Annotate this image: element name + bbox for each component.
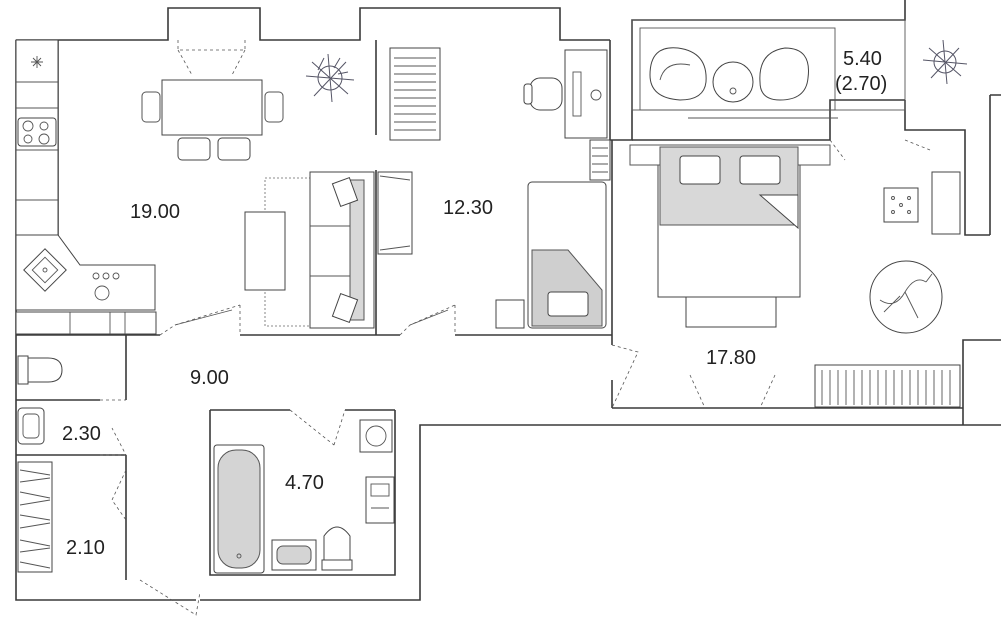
plant-icon bbox=[305, 53, 355, 103]
dining-table bbox=[141, 40, 284, 161]
cooktop-icon bbox=[17, 117, 57, 147]
toilet-icon bbox=[17, 355, 63, 385]
area-label-storage: 2.10 bbox=[66, 537, 105, 559]
wardrobe-bedroom bbox=[814, 364, 961, 408]
bookshelf bbox=[589, 139, 611, 181]
snowflake-icon bbox=[31, 56, 43, 68]
area-label-office: 12.30 bbox=[443, 197, 493, 219]
balcony-frame bbox=[631, 19, 906, 119]
sink-icon bbox=[17, 407, 45, 445]
sink-icon bbox=[271, 539, 317, 571]
sofa bbox=[264, 171, 375, 329]
bathtub-icon bbox=[213, 444, 265, 574]
desk bbox=[564, 49, 608, 139]
dresser bbox=[883, 171, 961, 235]
coffee-table bbox=[244, 211, 286, 291]
area-label-balcony: 5.40 bbox=[843, 48, 882, 70]
area-label-bathroom: 4.70 bbox=[285, 472, 324, 494]
double-bed bbox=[629, 144, 831, 328]
tv-unit bbox=[377, 171, 413, 255]
toilet-icon bbox=[321, 526, 353, 571]
interior-walls bbox=[16, 40, 990, 580]
single-bed bbox=[495, 181, 607, 329]
balcony-chair-left bbox=[649, 47, 707, 101]
kitchen-counter bbox=[15, 39, 157, 335]
stove-knobs-icon bbox=[92, 272, 120, 301]
bedroom-door-swing bbox=[689, 374, 776, 409]
cat-rug-icon bbox=[869, 260, 943, 334]
area-label-living: 19.00 bbox=[130, 201, 180, 223]
storage-shelves bbox=[17, 461, 53, 573]
balcony-table bbox=[712, 61, 754, 103]
area-label-balcony-sub: (2.70) bbox=[835, 73, 887, 95]
sink-icon bbox=[23, 248, 67, 292]
area-label-bedroom: 17.80 bbox=[706, 347, 756, 369]
area-label-toilet: 2.30 bbox=[62, 423, 101, 445]
washing-machine-icon bbox=[359, 419, 395, 524]
desk-chair bbox=[523, 77, 563, 111]
plant-icon bbox=[922, 39, 968, 85]
doors bbox=[100, 139, 931, 616]
wardrobe bbox=[389, 47, 441, 141]
area-label-hall: 9.00 bbox=[190, 367, 229, 389]
balcony-chair-right bbox=[759, 47, 810, 101]
